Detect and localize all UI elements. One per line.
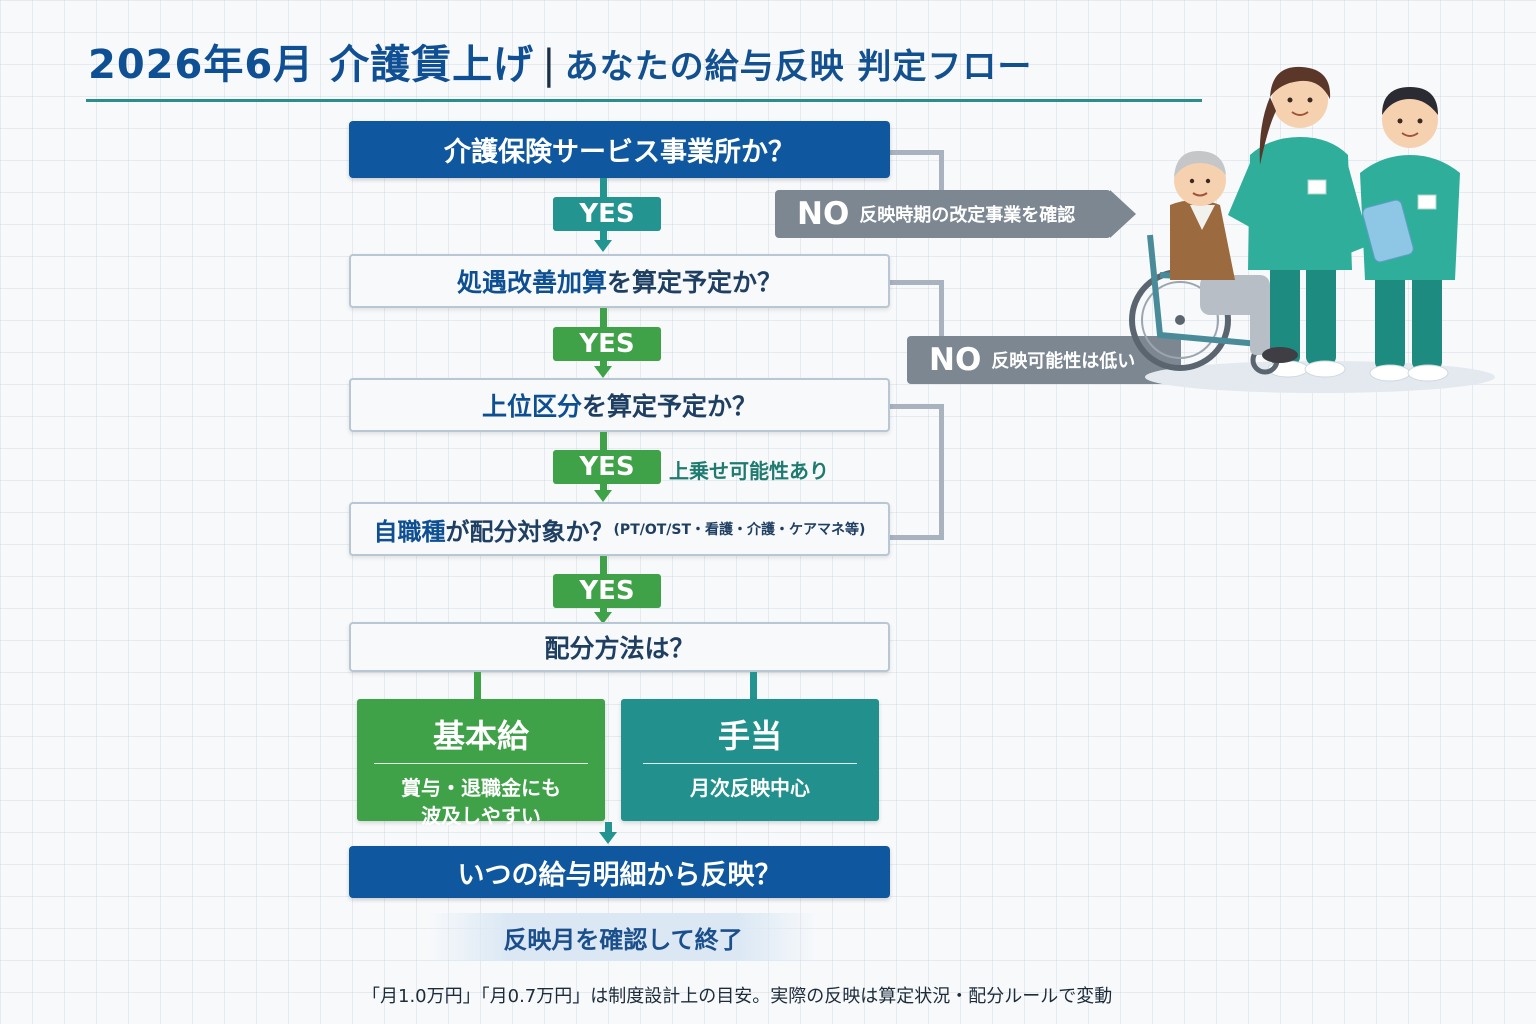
title-underline xyxy=(86,99,1202,102)
connector-1a xyxy=(600,178,607,198)
base-salary-line2: 波及しやすい xyxy=(421,804,541,828)
question-treatment-addition: 処遇改善加算を算定予定か？ xyxy=(349,254,890,308)
question-upper-tier: 上位区分を算定予定か？ xyxy=(349,378,890,432)
no2-connector-v xyxy=(939,280,944,338)
question-own-job: 自職種が配分対象か？(PT/OT/ST・看護・介護・ケアマネ等) xyxy=(349,502,890,556)
no-arrow-right-icon xyxy=(1110,190,1136,238)
base-salary-title: 基本給 xyxy=(432,717,529,755)
no3-connector-h2 xyxy=(890,535,944,540)
connector-2a xyxy=(600,308,607,328)
wheelchair-resident-figure xyxy=(1129,150,1298,375)
connector-3b xyxy=(600,484,607,491)
question-payslip-text: いつの給与明細から反映？ xyxy=(457,859,782,891)
question-distribution-text: 配分方法は？ xyxy=(544,634,695,663)
no-text-1: 反映時期の改定事業を確認 xyxy=(859,205,1076,226)
nurse-man-figure xyxy=(1360,87,1460,382)
question-care-insurance: 介護保険サービス事業所か？ xyxy=(349,121,890,178)
connector-to-timing xyxy=(605,822,612,834)
question-upper-rest: を算定予定か？ xyxy=(582,392,758,421)
no1-connector-h xyxy=(890,150,944,155)
no2-connector-h xyxy=(890,280,944,285)
yes-label-4: YES xyxy=(553,574,661,608)
base-salary-line1: 賞与・退職金にも xyxy=(401,776,561,800)
yes-note-raise-possible: 上乗せ可能性あり xyxy=(669,459,829,483)
title-sub: あなたの給与反映 判定フロー xyxy=(564,47,1033,87)
no1-connector-v xyxy=(939,150,944,192)
base-salary-divider xyxy=(374,763,588,764)
nurse-woman-figure xyxy=(1228,66,1370,378)
end-step-text: 反映月を確認して終了 xyxy=(503,925,743,954)
yes-label-3: YES xyxy=(553,450,661,484)
yes-label-2: YES xyxy=(553,327,661,361)
allowance-line1: 月次反映中心 xyxy=(690,776,810,800)
yes-label-1: YES xyxy=(553,197,661,231)
arrow-down-icon xyxy=(594,240,612,252)
question-payslip-timing: いつの給与明細から反映？ xyxy=(349,846,890,898)
no-label-1: NO xyxy=(797,196,850,232)
arrow-down-icon xyxy=(594,366,612,378)
question-own-job-rest: が配分対象か？ xyxy=(445,517,614,546)
allowance-divider xyxy=(643,763,857,764)
no3-connector-h1 xyxy=(890,404,944,409)
question-own-job-examples: (PT/OT/ST・看護・介護・ケアマネ等) xyxy=(613,522,866,538)
arrow-down-icon xyxy=(594,612,612,624)
connector-3a xyxy=(600,432,607,450)
no-text-2: 反映可能性は低い xyxy=(991,351,1136,372)
allowance-title: 手当 xyxy=(717,717,782,755)
title-separator: | xyxy=(542,42,557,88)
connector-4b xyxy=(600,608,607,614)
question-distribution-method: 配分方法は？ xyxy=(349,622,890,672)
no-branch-2: NO 反映可能性は低い xyxy=(907,336,1181,384)
connector-1b xyxy=(600,231,607,241)
end-step: 反映月を確認して終了 xyxy=(430,913,816,961)
connector-4a xyxy=(600,556,607,574)
no3-connector-v xyxy=(939,404,944,540)
connector-to-base xyxy=(474,672,481,700)
no-branch-1: NO 反映時期の改定事業を確認 xyxy=(775,190,1111,238)
caregivers-illustration xyxy=(1129,66,1495,393)
question-upper-highlight: 上位区分 xyxy=(481,392,582,421)
question-treatment-highlight: 処遇改善加算 xyxy=(456,268,607,297)
allowance-card: 手当 月次反映中心 xyxy=(621,699,879,821)
footnote: 「月1.0万円」「月0.7万円」は制度設計上の目安。実際の反映は算定状況・配分ル… xyxy=(362,986,1113,1007)
question-own-job-highlight: 自職種 xyxy=(373,517,446,546)
no-label-2: NO xyxy=(929,342,982,378)
arrow-down-icon xyxy=(599,832,617,844)
connector-2b xyxy=(600,361,607,367)
question-care-insurance-text: 介護保険サービス事業所か？ xyxy=(444,137,795,168)
connector-to-allowance xyxy=(750,672,757,700)
page-title: 2026年6月 介護賃上げ|あなたの給与反映 判定フロー xyxy=(88,32,1032,90)
base-salary-card: 基本給 賞与・退職金にも 波及しやすい xyxy=(357,699,605,828)
question-treatment-rest: を算定予定か？ xyxy=(607,268,783,297)
arrow-down-icon xyxy=(594,490,612,502)
title-main: 2026年6月 介護賃上げ xyxy=(88,42,535,88)
